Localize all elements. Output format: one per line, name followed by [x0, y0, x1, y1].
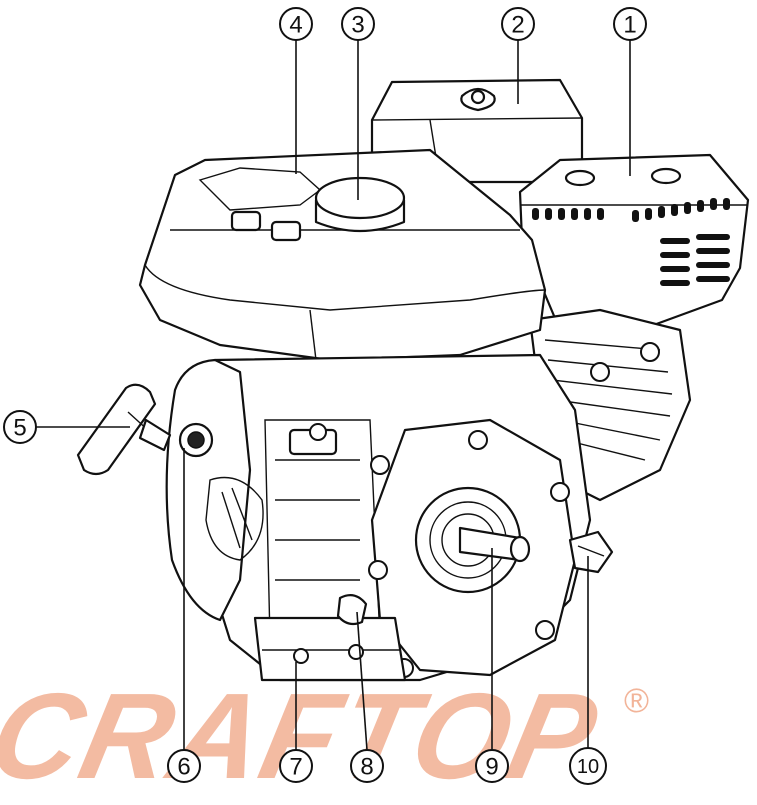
callout-number: 9 [485, 754, 498, 781]
logo-wordmark: CRAFTOP [0, 668, 609, 804]
muffler-cover [518, 153, 750, 332]
starter-handle [76, 383, 172, 476]
craftop-logo-watermark: CRAFTOP ® [0, 668, 649, 804]
callout-number: 2 [511, 12, 524, 39]
muffler-vent-slots [532, 198, 730, 286]
callout-8: 8 [350, 749, 384, 783]
oil-fill-cap [568, 530, 614, 574]
callout-7: 7 [279, 749, 313, 783]
leader-8 [356, 611, 368, 751]
engine-drawing [76, 78, 750, 682]
drain-plug [336, 593, 368, 626]
fuel-cap [314, 176, 406, 233]
callout-9: 9 [475, 749, 509, 783]
callout-number: 10 [577, 756, 599, 778]
callout-number: 6 [177, 754, 190, 781]
callout-2: 2 [501, 7, 535, 41]
callout-10: 10 [569, 747, 607, 785]
mounting-base [253, 616, 407, 682]
callout-number: 8 [360, 754, 373, 781]
registered-mark: ® [624, 682, 649, 720]
output-shaft [458, 526, 531, 563]
callout-3: 3 [341, 7, 375, 41]
callout-6: 6 [167, 749, 201, 783]
callout-4: 4 [279, 7, 313, 41]
recoil-starter-housing [165, 358, 264, 622]
callout-number: 5 [13, 415, 26, 442]
fuel-tank [138, 148, 547, 362]
callout-number: 4 [289, 12, 302, 39]
callout-5: 5 [3, 410, 37, 444]
control-knob [178, 422, 214, 458]
callout-1: 1 [613, 7, 647, 41]
leader-lines [36, 40, 631, 751]
callout-number: 1 [623, 12, 636, 39]
callout-number: 3 [351, 12, 364, 39]
callout-number: 7 [289, 754, 302, 781]
